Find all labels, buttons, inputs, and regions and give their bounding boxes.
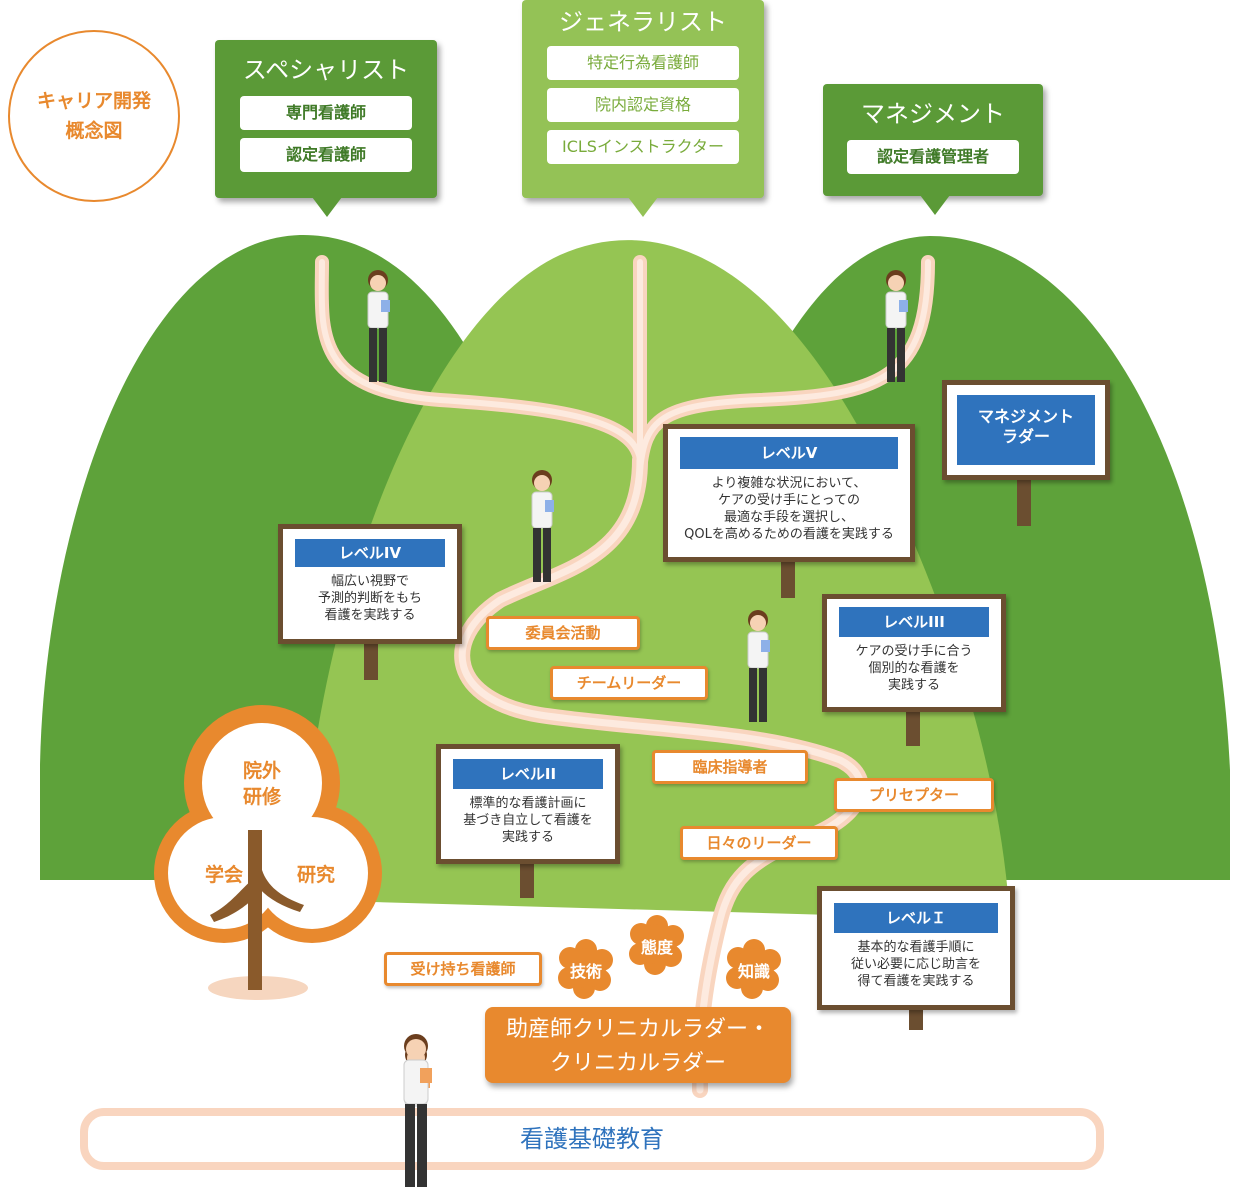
nurse-figure-foreground xyxy=(403,1034,432,1187)
management-heading: マネジメント xyxy=(861,100,1005,128)
level-1-description: 基本的な看護手順に 従い必要に応じ助言を 得て看護を実践する xyxy=(834,939,998,990)
level-3-desc-line: ケアの受け手に合う xyxy=(855,644,973,659)
level-2-label: レベルII xyxy=(453,759,603,789)
level-3-description: ケアの受け手に合う 個別的な看護を 実践する xyxy=(839,643,989,694)
career-path xyxy=(314,255,935,1098)
level-5-desc-line: ケアの受け手にとっての xyxy=(718,493,860,508)
management-box: マネジメント 認定看護管理者 xyxy=(823,84,1043,196)
basic-nursing-education-bar: 看護基礎教育 xyxy=(80,1108,1104,1170)
level-5-description: より複雑な状況において、 ケアの受け手にとっての 最適な手段を選択し、 QOLを… xyxy=(680,475,898,543)
generalist-pointer xyxy=(628,197,658,217)
tree-external-training: 院外 研修 xyxy=(222,758,302,810)
role-preceptor: プリセプター xyxy=(834,778,994,812)
tree-conference: 学会 xyxy=(204,864,243,886)
competency-skill: 技術 xyxy=(569,962,602,981)
clinical-ladder-line-1: 助産師クリニカルラダー・ xyxy=(505,1017,770,1042)
basic-nursing-education-label: 看護基礎教育 xyxy=(520,1125,664,1153)
tree-top-line-2: 研修 xyxy=(242,786,281,808)
title-line-2: 概念図 xyxy=(65,120,123,142)
level-4-desc-line: 予測的判断をもち xyxy=(317,591,422,606)
goal-item-certified-nurse: 認定看護師 xyxy=(240,138,412,172)
role-daily-leader: 日々のリーダー xyxy=(680,826,838,860)
competency-attitude: 態度 xyxy=(640,938,673,957)
level-3-label: レベルIII xyxy=(839,607,989,637)
competency-flowers xyxy=(558,915,781,999)
level-5-desc-line: より複雑な状況において、 xyxy=(711,476,867,491)
level-1-desc-line: 得て看護を実践する xyxy=(857,974,975,989)
generalist-heading: ジェネラリスト xyxy=(559,8,727,36)
title-line-1: キャリア開発 xyxy=(36,90,151,112)
specialist-heading: スペシャリスト xyxy=(242,56,410,84)
management-ladder-line-1: マネジメント xyxy=(977,407,1074,426)
level-1-desc-line: 基本的な看護手順に xyxy=(857,940,975,955)
goal-item-icls-instructor: ICLSインストラクター xyxy=(547,130,739,164)
specialist-box: スペシャリスト 専門看護師 認定看護師 xyxy=(215,40,437,198)
management-ladder-line-2: ラダー xyxy=(1001,427,1050,446)
management-ladder-sign: マネジメント ラダー xyxy=(942,380,1110,480)
level-4-label: レベルIV xyxy=(295,539,445,567)
level-3-desc-line: 実践する xyxy=(887,678,940,693)
level-3-sign: レベルIII ケアの受け手に合う 個別的な看護を 実践する xyxy=(822,594,1006,712)
generalist-box: ジェネラリスト 特定行為看護師 院内認定資格 ICLSインストラクター xyxy=(522,0,764,198)
diagram-title: キャリア開発 概念図 xyxy=(8,30,180,202)
level-4-desc-line: 幅広い視野で xyxy=(330,574,409,589)
clinical-ladder-line-2: クリニカルラダー xyxy=(549,1051,726,1076)
role-team-leader: チームリーダー xyxy=(550,666,708,700)
role-assigned-nurse: 受け持ち看護師 xyxy=(384,952,542,986)
management-ladder-label: マネジメント ラダー xyxy=(957,395,1095,465)
level-4-sign: レベルIV 幅広い視野で 予測的判断をもち 看護を実践する xyxy=(278,524,462,644)
goal-item-certified-nurse-administrator: 認定看護管理者 xyxy=(847,140,1019,174)
level-2-desc-line: 標準的な看護計画に xyxy=(469,796,587,811)
tree-top-line-1: 院外 xyxy=(242,760,281,782)
level-2-description: 標準的な看護計画に 基づき自立して看護を 実践する xyxy=(453,795,603,846)
goal-item-specified-act-nurse: 特定行為看護師 xyxy=(547,46,739,80)
clinical-ladder-box: 助産師クリニカルラダー・ クリニカルラダー xyxy=(485,1007,791,1083)
goal-item-internal-certification: 院内認定資格 xyxy=(547,88,739,122)
level-2-sign: レベルII 標準的な看護計画に 基づき自立して看護を 実践する xyxy=(436,744,620,864)
specialist-pointer xyxy=(312,197,342,217)
tree-illustration xyxy=(154,705,382,1000)
level-4-description: 幅広い視野で 予測的判断をもち 看護を実践する xyxy=(295,573,445,624)
goal-item-certified-specialist: 専門看護師 xyxy=(240,96,412,130)
role-clinical-instructor: 臨床指導者 xyxy=(652,750,808,784)
level-2-desc-line: 実践する xyxy=(501,830,554,845)
level-1-sign: レベルＩ 基本的な看護手順に 従い必要に応じ助言を 得て看護を実践する xyxy=(817,886,1015,1010)
level-5-desc-line: 最適な手段を選択し、 xyxy=(723,510,854,525)
level-1-label: レベルＩ xyxy=(834,903,998,933)
level-4-desc-line: 看護を実践する xyxy=(324,608,416,623)
level-5-sign: レベルV より複雑な状況において、 ケアの受け手にとっての 最適な手段を選択し、… xyxy=(663,424,915,562)
level-3-desc-line: 個別的な看護を xyxy=(868,661,960,676)
level-2-desc-line: 基づき自立して看護を xyxy=(463,813,593,828)
level-5-desc-line: QOLを高めるための看護を実践する xyxy=(684,527,894,542)
level-1-desc-line: 従い必要に応じ助言を xyxy=(850,957,981,972)
sign-posts xyxy=(364,480,1031,1030)
competency-knowledge: 知識 xyxy=(737,962,770,981)
tree-research: 研究 xyxy=(296,864,335,886)
level-5-label: レベルV xyxy=(680,437,898,469)
role-committee-activity: 委員会活動 xyxy=(486,616,640,650)
management-pointer xyxy=(920,195,950,215)
